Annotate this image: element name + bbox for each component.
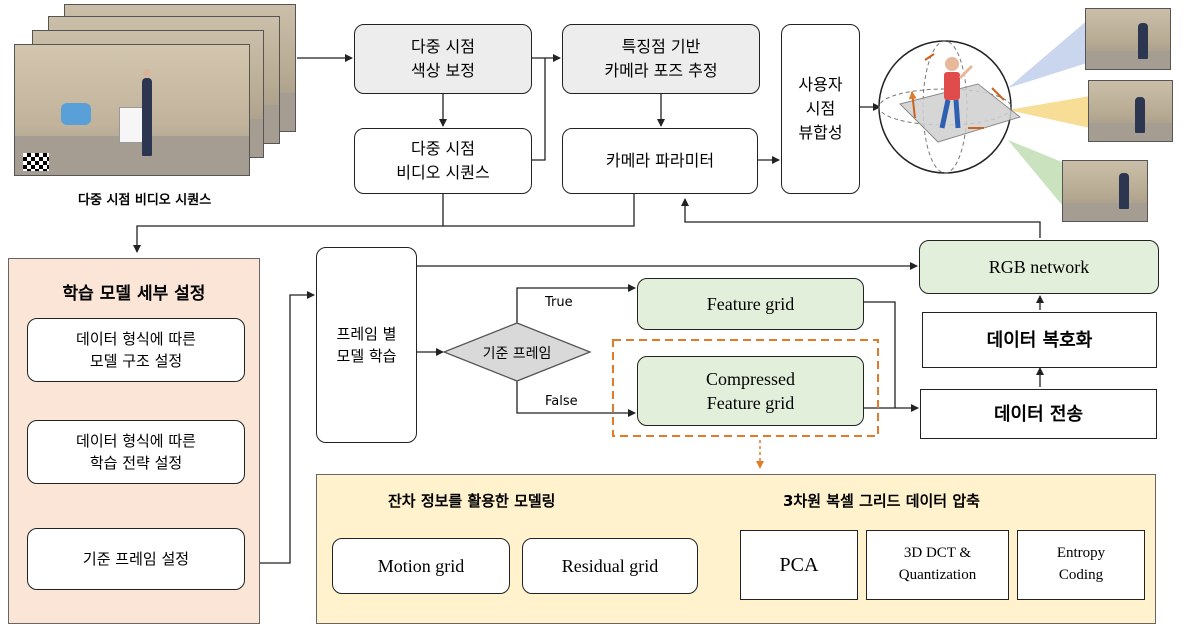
entropy-line2: Coding: [1058, 567, 1104, 583]
input-caption: 다중 시점 비디오 시퀀스: [78, 193, 212, 208]
person: [142, 78, 152, 156]
training-step-strategy-line2: 학습 전략 설정: [89, 454, 183, 472]
training-step-base-frame: 기준 프레임 설정: [27, 528, 245, 590]
video-frame-1: [14, 44, 250, 176]
frame-training-line1: 프레임 별: [336, 324, 397, 343]
compressed-grid-box: Compressed Feature grid: [637, 356, 864, 426]
person: [1138, 23, 1148, 59]
training-step-structure-line1: 데이터 형식에 따른: [76, 329, 196, 348]
person-head: [143, 69, 151, 77]
checkerboard: [23, 153, 49, 171]
compression-highlight: [612, 339, 879, 437]
training-step-strategy: 데이터 형식에 따른 학습 전략 설정: [27, 420, 245, 484]
pca-label: PCA: [779, 554, 819, 576]
pose-estimation-line1: 특징점 기반: [621, 37, 701, 56]
decision-diamond: [442, 322, 592, 382]
decoding-box: 데이터 복호화: [922, 312, 1157, 368]
decision-label: 기준 프레임: [482, 346, 552, 362]
training-step-structure-line2: 모델 구조 설정: [89, 352, 183, 370]
rgb-network-box: RGB network: [919, 240, 1159, 294]
camera-view-bottom: [1062, 160, 1148, 222]
video-sequence-box: 다중 시점 비디오 시퀀스: [354, 128, 532, 194]
compressed-grid-line1: Compressed: [706, 368, 795, 389]
dct-box: 3D DCT & Quantization: [866, 530, 1009, 600]
camera-params-label: 카메라 파라미터: [605, 151, 715, 170]
video-stack-graphic: [14, 4, 299, 176]
pca-box: PCA: [740, 530, 858, 600]
pose-estimation-box: 특징점 기반 카메라 포즈 추정: [562, 24, 760, 94]
entropy-line1: Entropy: [1056, 545, 1106, 562]
residual-grid-label: Residual grid: [561, 555, 659, 576]
entropy-box: Entropy Coding: [1017, 530, 1145, 600]
camera-beam-bottom: [1008, 140, 1062, 205]
feature-grid-box: Feature grid: [637, 278, 864, 330]
training-step-base-frame-label: 기준 프레임 설정: [82, 549, 190, 568]
feature-grid-label: Feature grid: [706, 293, 795, 314]
person: [1119, 173, 1129, 209]
user-view-line2: 시점: [805, 99, 836, 118]
dct-line2: Quantization: [898, 567, 977, 583]
video-sequence-line2: 비디오 시퀀스: [396, 163, 490, 182]
decision-false-label: False: [545, 394, 578, 409]
camera-view-top: [1085, 8, 1171, 70]
pose-estimation-line2: 카메라 포즈 추정: [604, 61, 718, 80]
decision-true-label: True: [545, 295, 573, 310]
toys: [61, 103, 91, 125]
sphere-view-graphic: [878, 40, 1022, 174]
user-view-line3: 뷰합성: [798, 123, 843, 142]
color-correction-line2: 색상 보정: [411, 61, 475, 80]
residual-title: 잔차 정보를 활용한 모델링: [388, 492, 556, 510]
camera-beam-middle: [1008, 96, 1090, 128]
motion-grid-label: Motion grid: [377, 555, 465, 576]
transmission-box: 데이터 전송: [920, 389, 1157, 439]
compressed-grid-line2: Feature grid: [706, 393, 795, 413]
user-view-line1: 사용자: [798, 75, 843, 94]
motion-grid-box: Motion grid: [332, 538, 510, 594]
rgb-network-label: RGB network: [988, 256, 1090, 277]
compression-title: 3차원 복셀 그리드 데이터 압축: [783, 492, 980, 510]
frame-training-box: 프레임 별 모델 학습: [316, 247, 417, 443]
camera-beam-top: [1008, 18, 1090, 88]
training-step-structure: 데이터 형식에 따른 모델 구조 설정: [27, 318, 245, 382]
video-sequence-line1: 다중 시점: [411, 139, 475, 158]
residual-grid-box: Residual grid: [522, 538, 698, 594]
person: [1135, 97, 1145, 133]
color-correction-box: 다중 시점 색상 보정: [354, 24, 532, 94]
training-settings-title: 학습 모델 세부 설정: [62, 284, 206, 304]
training-step-strategy-line1: 데이터 형식에 따른: [76, 431, 196, 450]
frame-training-line2: 모델 학습: [336, 347, 397, 365]
camera-params-box: 카메라 파라미터: [562, 128, 758, 194]
decoding-label: 데이터 복호화: [986, 329, 1093, 351]
dct-line1: 3D DCT &: [903, 545, 972, 562]
camera-view-middle: [1088, 80, 1173, 142]
user-view-box: 사용자 시점 뷰합성: [781, 24, 860, 194]
transmission-label: 데이터 전송: [993, 403, 1084, 425]
color-correction-line1: 다중 시점: [411, 37, 475, 56]
